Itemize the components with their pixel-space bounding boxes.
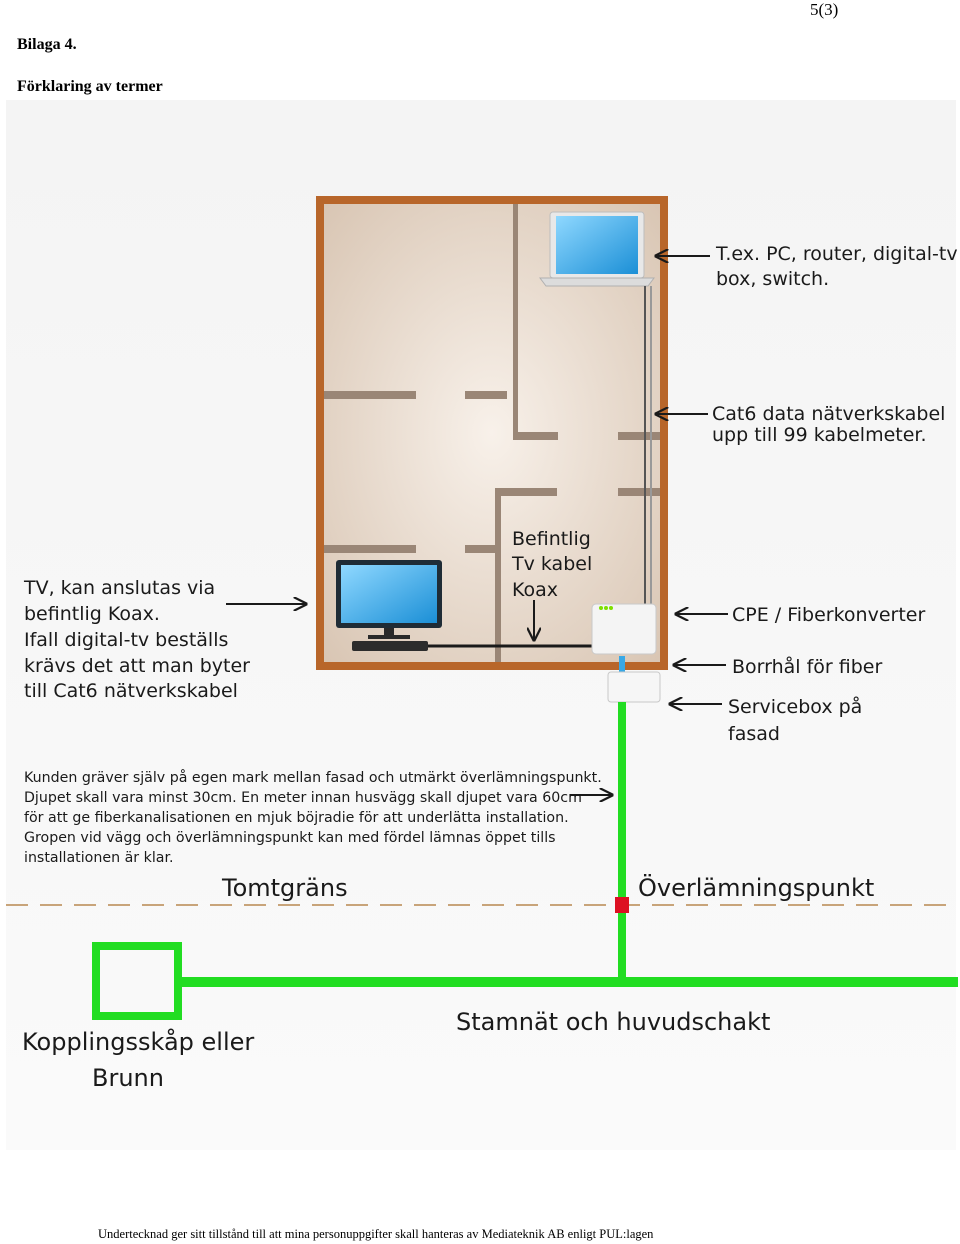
- cpe-device-icon: [591, 603, 657, 655]
- cat6-cable: [644, 286, 652, 610]
- coax-label-line-3: Koax: [512, 579, 558, 601]
- tv-label-line-1: TV, kan anslutas via: [23, 577, 215, 599]
- footer-consent-text: Undertecknad ger sitt tillstånd till att…: [98, 1227, 654, 1241]
- appendix-label: Bilaga 4.: [17, 36, 77, 53]
- page-number: 5(3): [810, 0, 839, 19]
- tv-icon: [336, 560, 442, 651]
- cable-label-line-2: upp till 99 kabelmeter.: [712, 424, 927, 446]
- coax-label-line-1: Befintlig: [512, 528, 591, 550]
- cable-label-line-1: Cat6 data nätverkskabel: [712, 403, 945, 425]
- fiber-cable: [92, 702, 958, 1020]
- handover-point-marker: [615, 897, 629, 913]
- customer-note-line-5: installationen är klar.: [24, 850, 174, 866]
- customer-note-line-2: Djupet skall vara minst 30cm. En meter i…: [24, 790, 582, 806]
- cabinet-label-line-2: Brunn: [92, 1064, 164, 1092]
- tv-label-line-5: till Cat6 nätverkskabel: [24, 680, 238, 702]
- trunk-label: Stamnät och huvudschakt: [456, 1008, 770, 1036]
- cabinet-label-line-1: Kopplingsskåp eller: [22, 1027, 254, 1056]
- tv-label-line-3: Ifall digital-tv beställs: [24, 629, 228, 651]
- tv-label-line-2: befintlig Koax.: [24, 603, 160, 625]
- device-label-line-1: T.ex. PC, router, digital-tv: [715, 243, 958, 265]
- handover-label: Överlämningspunkt: [638, 873, 874, 902]
- customer-note-line-4: Gropen vid vägg och överlämningspunkt ka…: [24, 830, 556, 846]
- device-label-line-2: box, switch.: [716, 268, 829, 290]
- cpe-label: CPE / Fiberkonverter: [732, 604, 925, 626]
- customer-note-line-3: för att ge fiberkanalisationen en mjuk b…: [24, 810, 569, 826]
- drill-label: Borrhål för fiber: [732, 655, 883, 678]
- section-title: Förklaring av termer: [17, 78, 163, 95]
- drill-hole: [619, 656, 625, 672]
- laptop-icon: [539, 211, 655, 287]
- customer-note-line-1: Kunden gräver själv på egen mark mellan …: [24, 769, 602, 786]
- tv-label-line-4: krävs det att man byter: [24, 655, 250, 677]
- property-line-label: Tomtgräns: [221, 874, 348, 902]
- service-box-icon: [607, 671, 661, 703]
- set-top-box-icon: [352, 641, 428, 651]
- servicebox-label-line-2: fasad: [728, 723, 780, 745]
- cabinet-icon: [92, 942, 182, 1020]
- coax-label-line-2: Tv kabel: [511, 553, 592, 575]
- servicebox-label-line-1: Servicebox på: [728, 695, 862, 718]
